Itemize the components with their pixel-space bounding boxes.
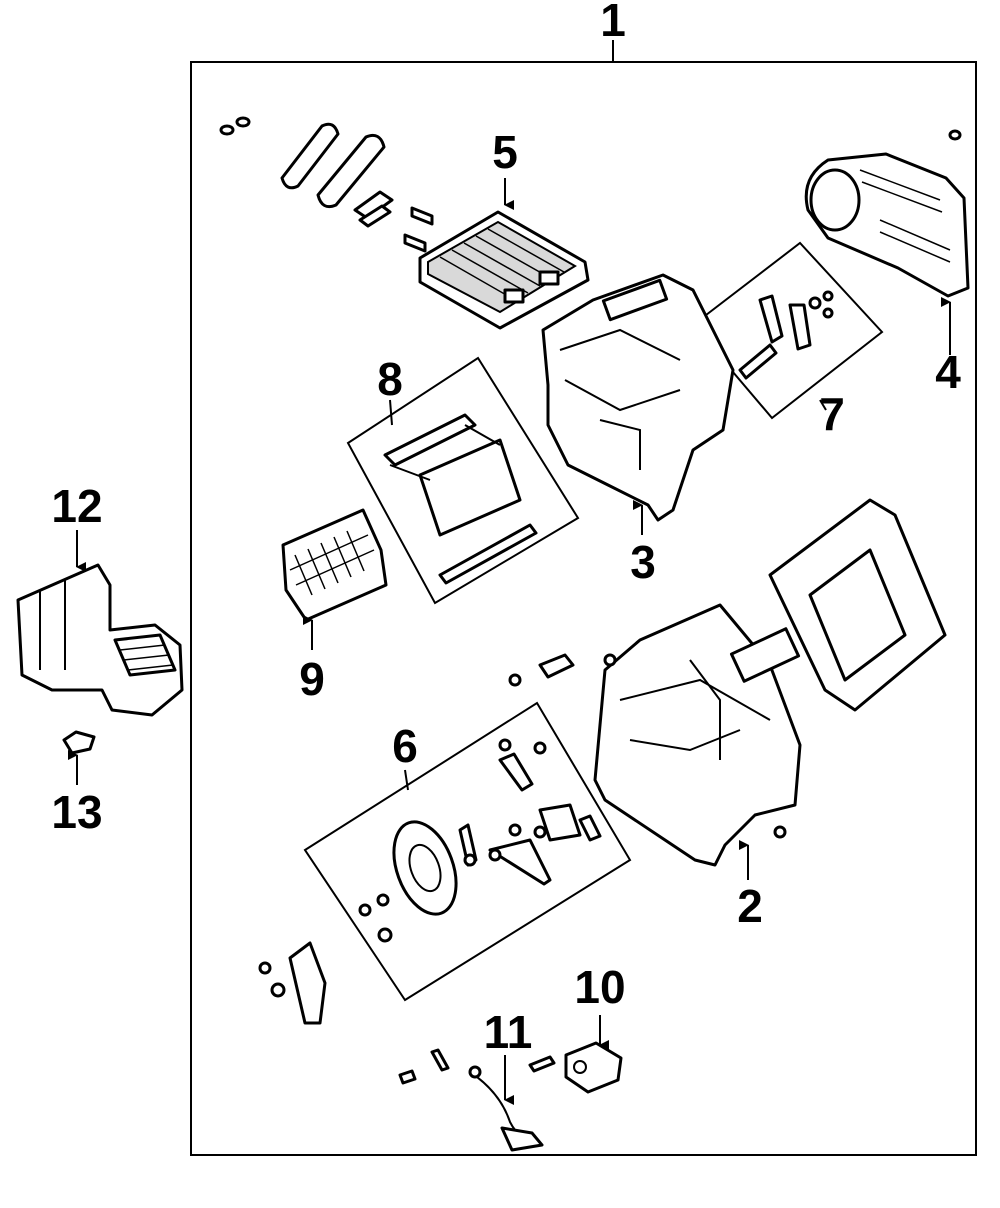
callout-13: 13 [51, 786, 102, 838]
leader-arrows [68, 178, 951, 1105]
callout-10: 10 [574, 961, 625, 1013]
lower-case [593, 603, 802, 867]
callout-9: 9 [299, 653, 325, 705]
callout-4: 4 [935, 346, 961, 398]
callout-6: 6 [392, 720, 418, 772]
wire-harness [398, 1048, 544, 1152]
callout-5: 5 [492, 126, 518, 178]
callout-12: 12 [51, 480, 102, 532]
screws-lower [508, 653, 787, 839]
callout-11: 11 [484, 1006, 533, 1058]
filter-kit [346, 356, 580, 605]
callout-3: 3 [630, 536, 656, 588]
push-clip [62, 730, 96, 755]
gasket-frame [768, 498, 947, 712]
callout-1: 1 [600, 0, 626, 46]
blower-resistor [528, 1041, 623, 1094]
callout-2: 2 [737, 880, 763, 932]
defroster-duct [16, 563, 184, 717]
clips-top-left [219, 116, 394, 228]
callout-8: 8 [377, 353, 403, 405]
callout-7: 7 [819, 388, 845, 440]
blower-duct [804, 129, 970, 298]
upper-case [541, 273, 735, 522]
air-filter [281, 508, 388, 622]
door-linkage-kit [691, 241, 884, 420]
blower-motor-kit [303, 701, 632, 1002]
assembly-frame [190, 61, 977, 1156]
heater-core [403, 206, 590, 330]
actuator-left [258, 941, 327, 1025]
